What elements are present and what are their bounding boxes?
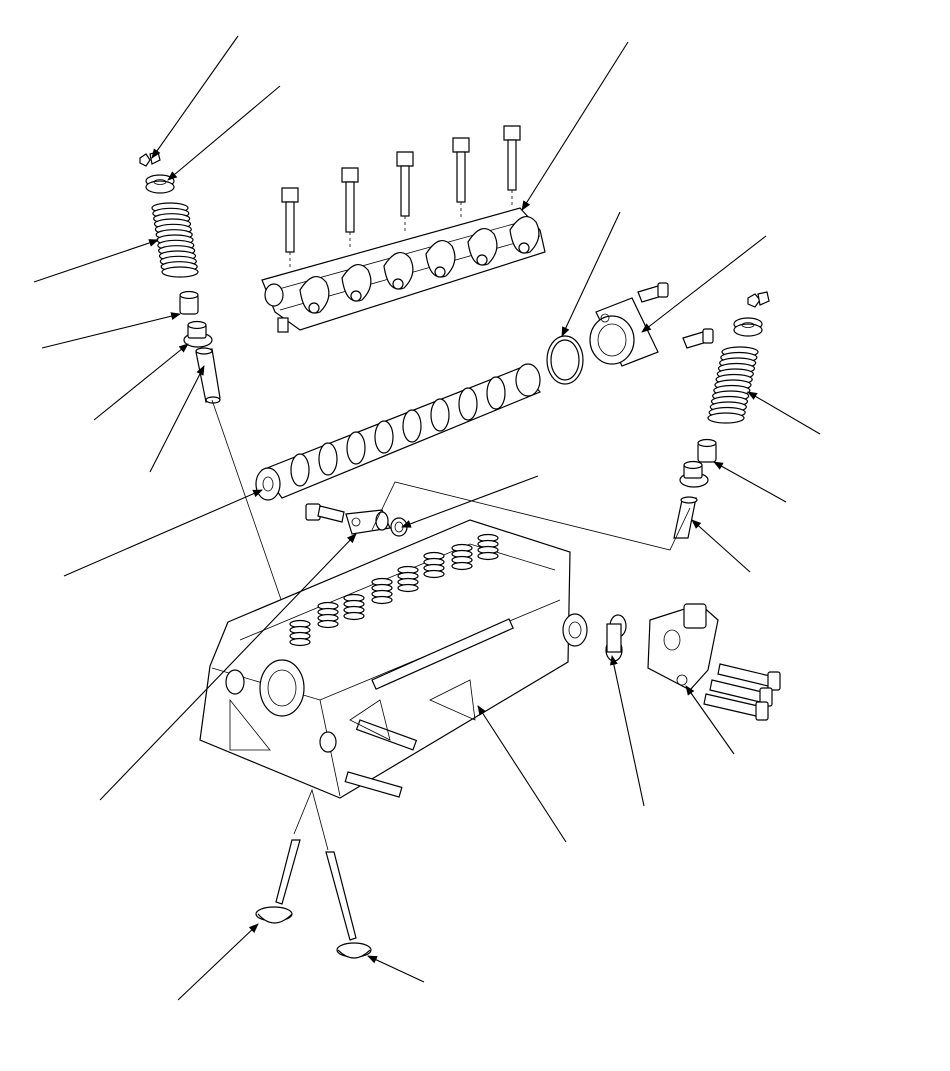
callout-leader-cylinder-head [477, 705, 567, 843]
camshaft-o-ring [546, 335, 584, 385]
callout-leader-strainer [609, 655, 645, 807]
left-valve-spring-retainer [145, 174, 175, 194]
callout-leader-exhaust-valve [367, 955, 425, 983]
left-valve-collets [139, 151, 161, 167]
rocker-arm-bolts [281, 125, 521, 268]
callout-leader-seat-left [93, 343, 189, 421]
callout-leader-seal-right [713, 461, 787, 503]
left-valve-stem-seal [179, 290, 199, 315]
rocker-shaft-oil-control-solenoid [647, 603, 719, 691]
right-valve-spring-seat [679, 460, 709, 488]
left-valve-spring [151, 202, 199, 278]
right-valve-collets [747, 291, 770, 308]
callout-leader-camshaft [63, 489, 263, 577]
bracket-bolt [305, 503, 345, 523]
oil-control-bracket [345, 509, 391, 535]
callout-leader-retainer-left [167, 85, 281, 181]
callout-leaders [33, 35, 821, 1001]
right-valve-spring-retainer [733, 317, 763, 337]
right-valve-spring [707, 346, 759, 424]
callout-leader-guide-right [691, 519, 751, 573]
left-valve-guide [195, 347, 221, 404]
bracket-sealing-washer [390, 517, 408, 537]
callout-leader-spring-left [33, 239, 159, 283]
callout-leader-spring-right [747, 391, 821, 435]
valve-leader-lines [293, 788, 329, 851]
callout-leader-o-ring [561, 211, 621, 337]
camshaft-holder-cap [589, 297, 659, 367]
callout-leader-seal-left [41, 312, 181, 349]
rocker-arm-assembly [261, 207, 546, 333]
callout-leader-holder [641, 235, 767, 333]
cylinder-head [199, 519, 588, 799]
callout-leader-bracket [99, 533, 357, 801]
camshaft [255, 363, 541, 501]
callout-leader-solenoid [685, 685, 735, 755]
intake-valve [255, 839, 301, 924]
holder-flange-bolts [637, 282, 714, 349]
right-valve-stem-seal [697, 438, 717, 463]
solenoid-mounting-bolts [703, 663, 781, 721]
callout-leader-washer [401, 475, 539, 528]
callout-leader-rocker-assembly [521, 41, 629, 211]
spool-valve-strainer [605, 614, 627, 662]
callout-leader-intake-valve [177, 923, 259, 1001]
exhaust-valve [325, 851, 372, 959]
callout-leader-guide-left [149, 365, 205, 473]
callout-leader-collets-left [151, 35, 239, 159]
bracket-leader-line [371, 481, 691, 551]
left-valve-spring-seat [183, 320, 213, 348]
